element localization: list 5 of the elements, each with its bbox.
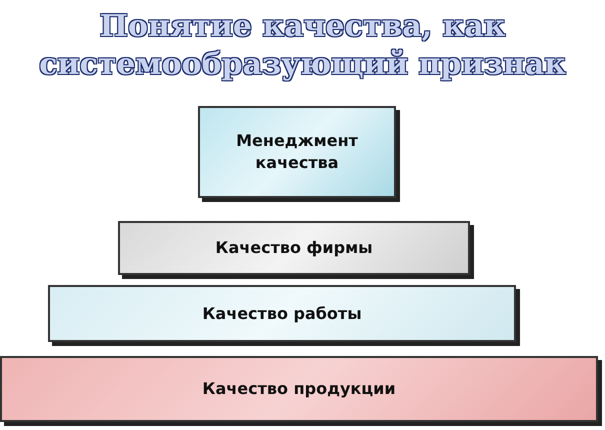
level-label: Менеджмент качества [235,130,359,174]
level-label: Качество работы [202,302,362,324]
level-label: Качество продукции [202,378,396,400]
level-label: Качество фирмы [215,237,373,259]
title: Понятие качества, как системообразующий признак [38,8,567,84]
